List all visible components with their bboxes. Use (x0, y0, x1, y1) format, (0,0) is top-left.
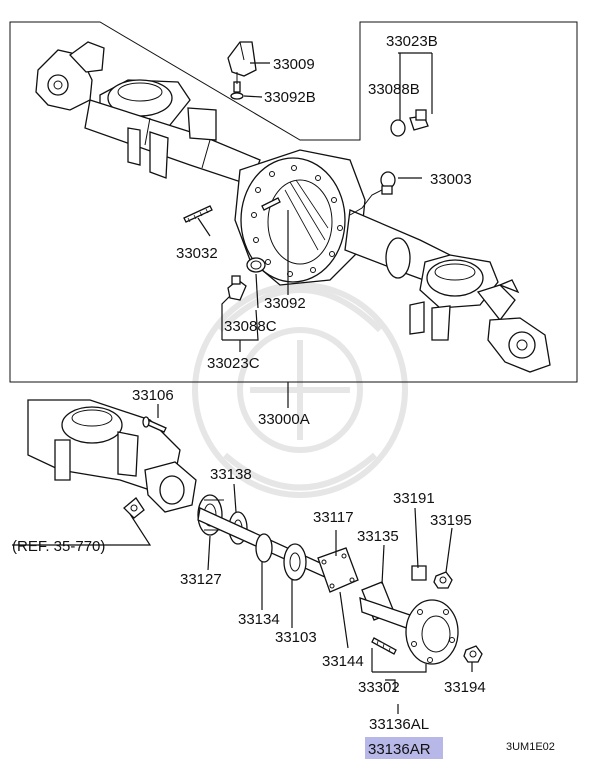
label-33106: 33106 (132, 387, 174, 404)
label-ref: (REF. 35-770) (12, 538, 105, 555)
label-33136AR: 33136AR (368, 741, 431, 758)
part-33106-bolt (142, 416, 167, 433)
label-33003: 33003 (430, 171, 472, 188)
label-33117: 33117 (313, 509, 354, 526)
watermark-emblem (192, 282, 408, 498)
label-33088B: 33088B (368, 81, 420, 98)
label-33023C: 33023C (207, 355, 260, 372)
diagram-code: 3UM1E02 (506, 741, 555, 753)
housing-stud (261, 197, 281, 211)
label-33195: 33195 (430, 512, 472, 529)
highlight-33136AR (365, 737, 443, 759)
part-33003-breather (380, 171, 396, 195)
label-33191: 33191 (393, 490, 435, 507)
part-labels: 33009 33092B 33023B 33088B 33003 33032 3… (12, 33, 555, 758)
part-33009-bracket (227, 41, 257, 77)
part-33194-nut (463, 645, 483, 663)
label-33135: 33135 (357, 528, 399, 545)
part-33088C-plug (227, 275, 247, 301)
part-33032-stud (183, 205, 213, 223)
label-33136AL: 33136AL (369, 716, 429, 733)
label-33092: 33092 (264, 295, 306, 312)
part-33191-bolt (411, 565, 427, 581)
ref-sensor-clip (123, 497, 145, 519)
label-33134: 33134 (238, 611, 280, 628)
label-33009: 33009 (273, 56, 315, 73)
label-33302: 33302 (358, 679, 400, 696)
part-33092-gasket (246, 257, 266, 273)
label-33194: 33194 (444, 679, 486, 696)
label-33127: 33127 (180, 571, 222, 588)
axle-housing-frame (9, 21, 578, 383)
label-33088C: 33088C (224, 318, 277, 335)
label-33032: 33032 (176, 245, 218, 262)
label-33000A: 33000A (258, 411, 310, 428)
label-33138: 33138 (210, 466, 252, 483)
part-33195-nut (433, 571, 453, 589)
axle-shaft-drawing (27, 399, 459, 665)
label-33092B: 33092B (264, 89, 316, 106)
axle-housing-drawing (35, 41, 551, 373)
part-33088B-plug (390, 109, 429, 137)
label-33023B: 33023B (386, 33, 438, 50)
label-33103: 33103 (275, 629, 317, 646)
label-33144: 33144 (322, 653, 364, 670)
leader-lines (12, 52, 473, 714)
part-33092B-bolt (230, 72, 244, 100)
